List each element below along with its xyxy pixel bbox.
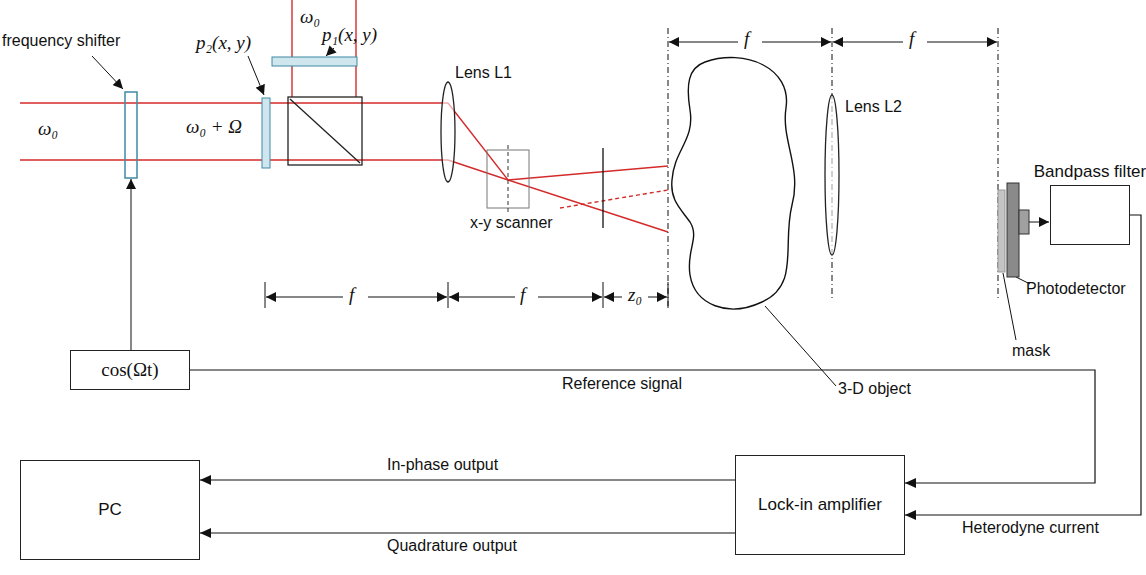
part-label: Photodetector xyxy=(1026,280,1126,298)
pupil-p1 xyxy=(272,57,357,66)
symbol-label: p₁(x, y) xyxy=(322,24,377,46)
connector-label: Reference signal xyxy=(560,375,684,393)
scanner-axis xyxy=(508,145,509,213)
box-heading: Bandpass filter xyxy=(1034,162,1146,182)
box-label: cos(Ωt) xyxy=(101,359,158,381)
symbol-label: z₀ xyxy=(628,284,642,306)
reference-planes xyxy=(668,28,998,306)
lens-l2 xyxy=(825,95,839,255)
detector-arrow xyxy=(1029,222,1049,223)
signal-connector xyxy=(190,370,1095,483)
signal-connector xyxy=(200,479,735,480)
connector-label: Heterodyne current xyxy=(960,519,1101,537)
leader-lines xyxy=(92,48,1030,386)
3d-object xyxy=(672,58,795,309)
photodetector-output xyxy=(1019,210,1029,234)
part-label: Lens L1 xyxy=(455,64,512,82)
symbol-label: f xyxy=(909,28,914,50)
signal-connector xyxy=(200,532,735,533)
symbol-label: ω₀ xyxy=(300,6,320,28)
part-label: 3-D object xyxy=(838,380,911,398)
beam-splitter xyxy=(288,97,362,165)
lens-l1 xyxy=(441,82,455,182)
mask xyxy=(998,190,1005,272)
box-label: PC xyxy=(98,500,122,520)
connector-label: In-phase output xyxy=(385,456,500,474)
symbol-label: p₂(x, y) xyxy=(196,32,251,54)
box-label: Lock-in amplifier xyxy=(758,495,882,515)
connector-label: Quadrature output xyxy=(385,537,519,555)
drive-line xyxy=(131,179,132,350)
amplifier-box: Lock-in amplifier xyxy=(735,455,905,555)
symbol-label: ω₀ + Ω xyxy=(186,116,242,138)
focal-plane xyxy=(602,148,603,228)
oscillator-box: cos(Ωt) xyxy=(70,350,190,390)
xy-scanner xyxy=(487,150,529,208)
dimension-lines xyxy=(265,42,997,308)
computer-box: PC xyxy=(20,460,200,560)
signal-connector xyxy=(905,215,1141,515)
frequency-shifter xyxy=(125,92,137,178)
filter-box: Bandpass filter xyxy=(1050,185,1130,245)
part-label: mask xyxy=(1012,342,1050,360)
photodetector xyxy=(1007,183,1019,277)
part-label: Lens L2 xyxy=(845,98,902,116)
pupil-p2 xyxy=(262,98,270,168)
symbol-label: f xyxy=(520,284,525,306)
symbol-label: f xyxy=(744,28,749,50)
beam-splitter-diagonal xyxy=(290,99,360,163)
symbol-label: f xyxy=(349,284,354,306)
part-label: x-y scanner xyxy=(470,214,553,232)
symbol-label: ω₀ xyxy=(38,118,58,140)
part-label: frequency shifter xyxy=(2,32,120,50)
